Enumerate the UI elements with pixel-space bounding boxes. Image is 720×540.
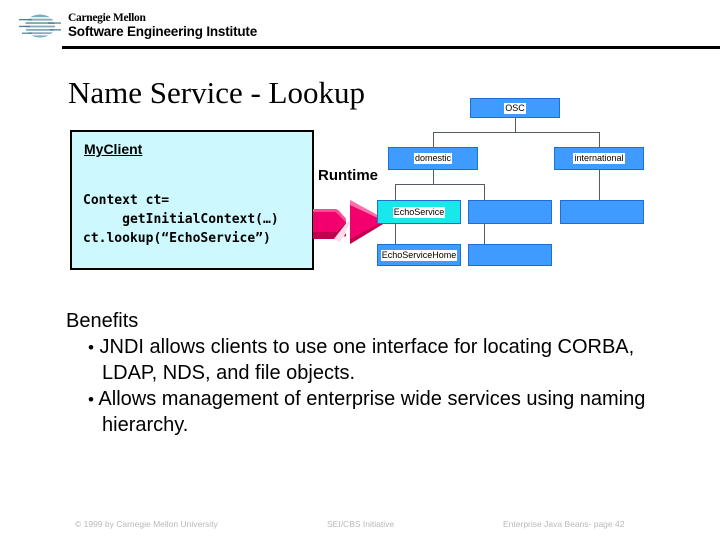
tree-connector (484, 224, 485, 244)
tree-connector (599, 132, 600, 147)
tree-node-domestic-blank2[interactable] (468, 244, 552, 266)
benefits-heading: Benefits (66, 310, 139, 332)
bullet-icon: • (88, 390, 94, 410)
tree-node-label: OSC (504, 102, 526, 114)
tree-node-label: EchoServiceHome (380, 249, 458, 261)
benefit-item: • JNDI allows clients to use one interfa… (88, 335, 666, 386)
tree-node-international[interactable]: international (554, 147, 644, 170)
benefits-block: Benefits • JNDI allows clients to use on… (66, 308, 666, 438)
tree-node-root[interactable]: OSC (470, 98, 560, 118)
footer-copyright: © 1999 by Carnegie Mellon University (75, 519, 218, 529)
page-title: Name Service - Lookup (68, 74, 365, 110)
benefit-item-text: Allows management of enterprise wide ser… (98, 388, 646, 436)
tree-node-label: international (573, 153, 625, 164)
sei-logo-icon (18, 13, 62, 39)
client-code-snippet: Context ct= getInitialContext(…) ct.look… (83, 193, 279, 246)
tree-node-label: domestic (413, 153, 452, 164)
client-code-box: MyClient Context ct= getInitialContext(…… (70, 130, 314, 270)
footer-initiative: SEI/CBS Initiative (327, 519, 395, 529)
bullet-icon: • (88, 338, 94, 357)
tree-connector (484, 184, 485, 200)
tree-node-label: EchoService (392, 206, 446, 218)
naming-hierarchy-diagram: OSC domestic international EchoService E… (370, 92, 710, 292)
tree-connector (395, 184, 485, 185)
tree-connector (433, 132, 434, 147)
wordmark-carnegie-mellon: Carnegie Mellon (68, 12, 146, 24)
header-divider (62, 46, 720, 49)
tree-connector (515, 118, 516, 132)
client-box-title: MyClient (84, 141, 143, 157)
wordmark-sei: Software Engineering Institute (68, 24, 258, 40)
runtime-label: Runtime (318, 167, 378, 184)
tree-connector (395, 184, 396, 200)
tree-node-domestic-blank[interactable] (468, 200, 552, 224)
benefit-item-text: JNDI allows clients to use one interface… (99, 336, 635, 384)
sei-wordmark: Carnegie Mellon Software Engineering Ins… (68, 12, 257, 39)
tree-connector (395, 224, 396, 244)
tree-node-international-blank[interactable] (560, 200, 644, 224)
tree-connector (433, 132, 600, 133)
benefit-item: • Allows management of enterprise wide s… (88, 387, 666, 438)
tree-node-echoservicehome[interactable]: EchoServiceHome (377, 244, 461, 266)
tree-connector (599, 170, 600, 200)
tree-node-echoservice[interactable]: EchoService (377, 200, 461, 224)
tree-node-domestic[interactable]: domestic (388, 147, 478, 170)
footer-page-number: Enterprise Java Beans- page 42 (503, 519, 625, 529)
tree-connector (433, 170, 434, 184)
